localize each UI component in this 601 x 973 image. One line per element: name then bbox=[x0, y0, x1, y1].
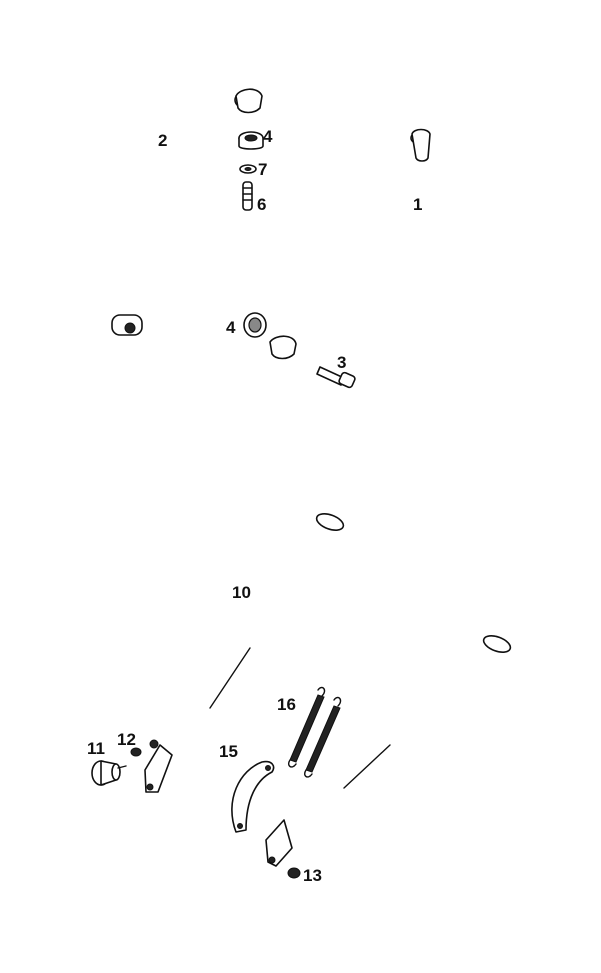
part-2-left-arm bbox=[106, 88, 263, 336]
part-11-knob bbox=[91, 760, 127, 786]
callout-10: 10 bbox=[232, 583, 251, 602]
part-3-bolt bbox=[316, 366, 356, 389]
part-4-upper-buffer bbox=[238, 131, 264, 150]
part-13-nut bbox=[287, 867, 301, 879]
callout-2: 2 bbox=[158, 131, 167, 150]
callout-12: 12 bbox=[117, 730, 136, 749]
part-16-springs bbox=[287, 686, 342, 778]
callout-13: 13 bbox=[303, 866, 322, 885]
part-7-washer bbox=[239, 164, 257, 174]
callout-7: 7 bbox=[258, 160, 267, 179]
part-12-nut bbox=[130, 747, 142, 757]
part-4-lower-buffer bbox=[243, 312, 267, 338]
callout-4-upper: 4 bbox=[263, 127, 273, 146]
part-6-bolt bbox=[242, 181, 253, 211]
part-15-bracket bbox=[231, 760, 275, 833]
callout-4-lower: 4 bbox=[226, 318, 236, 337]
callout-6: 6 bbox=[257, 195, 266, 214]
callout-16: 16 bbox=[277, 695, 296, 714]
callout-11: 11 bbox=[87, 739, 105, 758]
part-10-center-stand bbox=[144, 513, 512, 867]
part-1-right-arm bbox=[269, 128, 431, 360]
callout-15: 15 bbox=[219, 742, 238, 761]
callout-1: 1 bbox=[413, 195, 422, 214]
callout-3: 3 bbox=[337, 353, 346, 372]
